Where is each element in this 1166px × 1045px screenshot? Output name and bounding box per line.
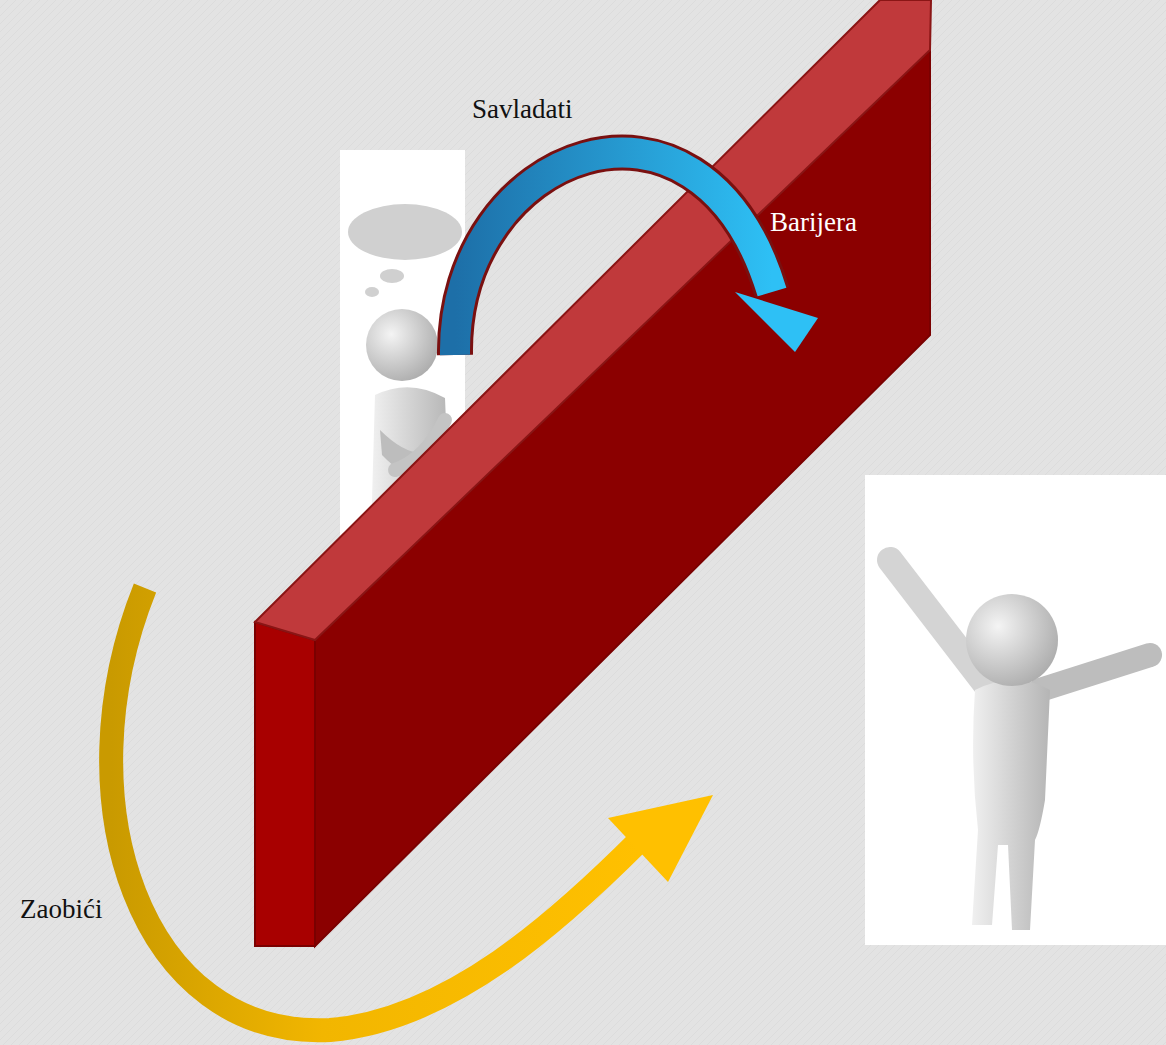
wall-label: Barijera [770,206,857,238]
arrow-label: Zaobići [20,893,102,925]
wall-top-face [255,0,931,640]
bypass-arrow [111,588,713,1030]
wall-end-face [255,622,315,946]
overcome-arrow [455,153,818,355]
happy-figure [865,475,1166,945]
arrow-label: Savladati [472,93,572,125]
